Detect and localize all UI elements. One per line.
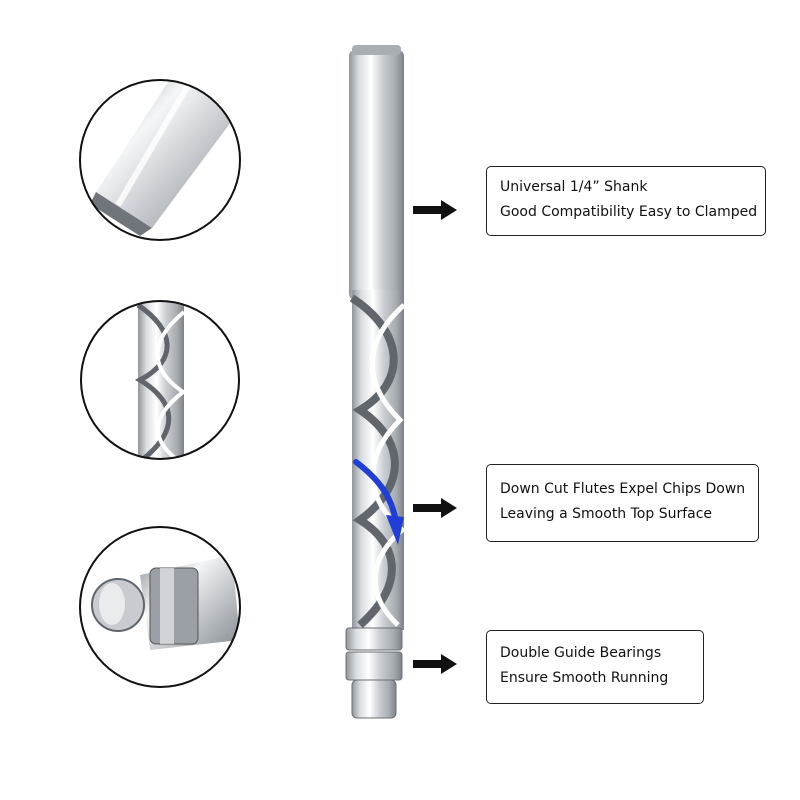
callout-bearings: Double Guide Bearings Ensure Smooth Runn… (486, 630, 704, 704)
detail-circle-bearings (79, 526, 241, 688)
callout-shank-line1: Universal 1/4” Shank (500, 179, 648, 195)
callout-shank-line2: Good Compatibility Easy to Clamped (500, 204, 758, 220)
pointer-arrow-icon (413, 654, 457, 674)
pointer-arrow-icon (413, 498, 457, 518)
cut-direction-arrow (353, 459, 399, 525)
pointer-arrow-icon (413, 200, 457, 220)
detail-circle-shank (79, 79, 241, 241)
detail-circle-flutes (80, 300, 240, 460)
callout-bearings-line1: Double Guide Bearings (500, 645, 662, 661)
callout-flutes-line1: Down Cut Flutes Expel Chips Down (500, 481, 746, 497)
callout-flutes: Down Cut Flutes Expel Chips Down Leaving… (486, 464, 759, 542)
callout-shank: Universal 1/4” Shank Good Compatibility … (486, 166, 766, 236)
callout-bearings-line2: Ensure Smooth Running (500, 670, 669, 686)
router-bit (345, 45, 406, 719)
callout-flutes-line2: Leaving a Smooth Top Surface (500, 506, 713, 522)
